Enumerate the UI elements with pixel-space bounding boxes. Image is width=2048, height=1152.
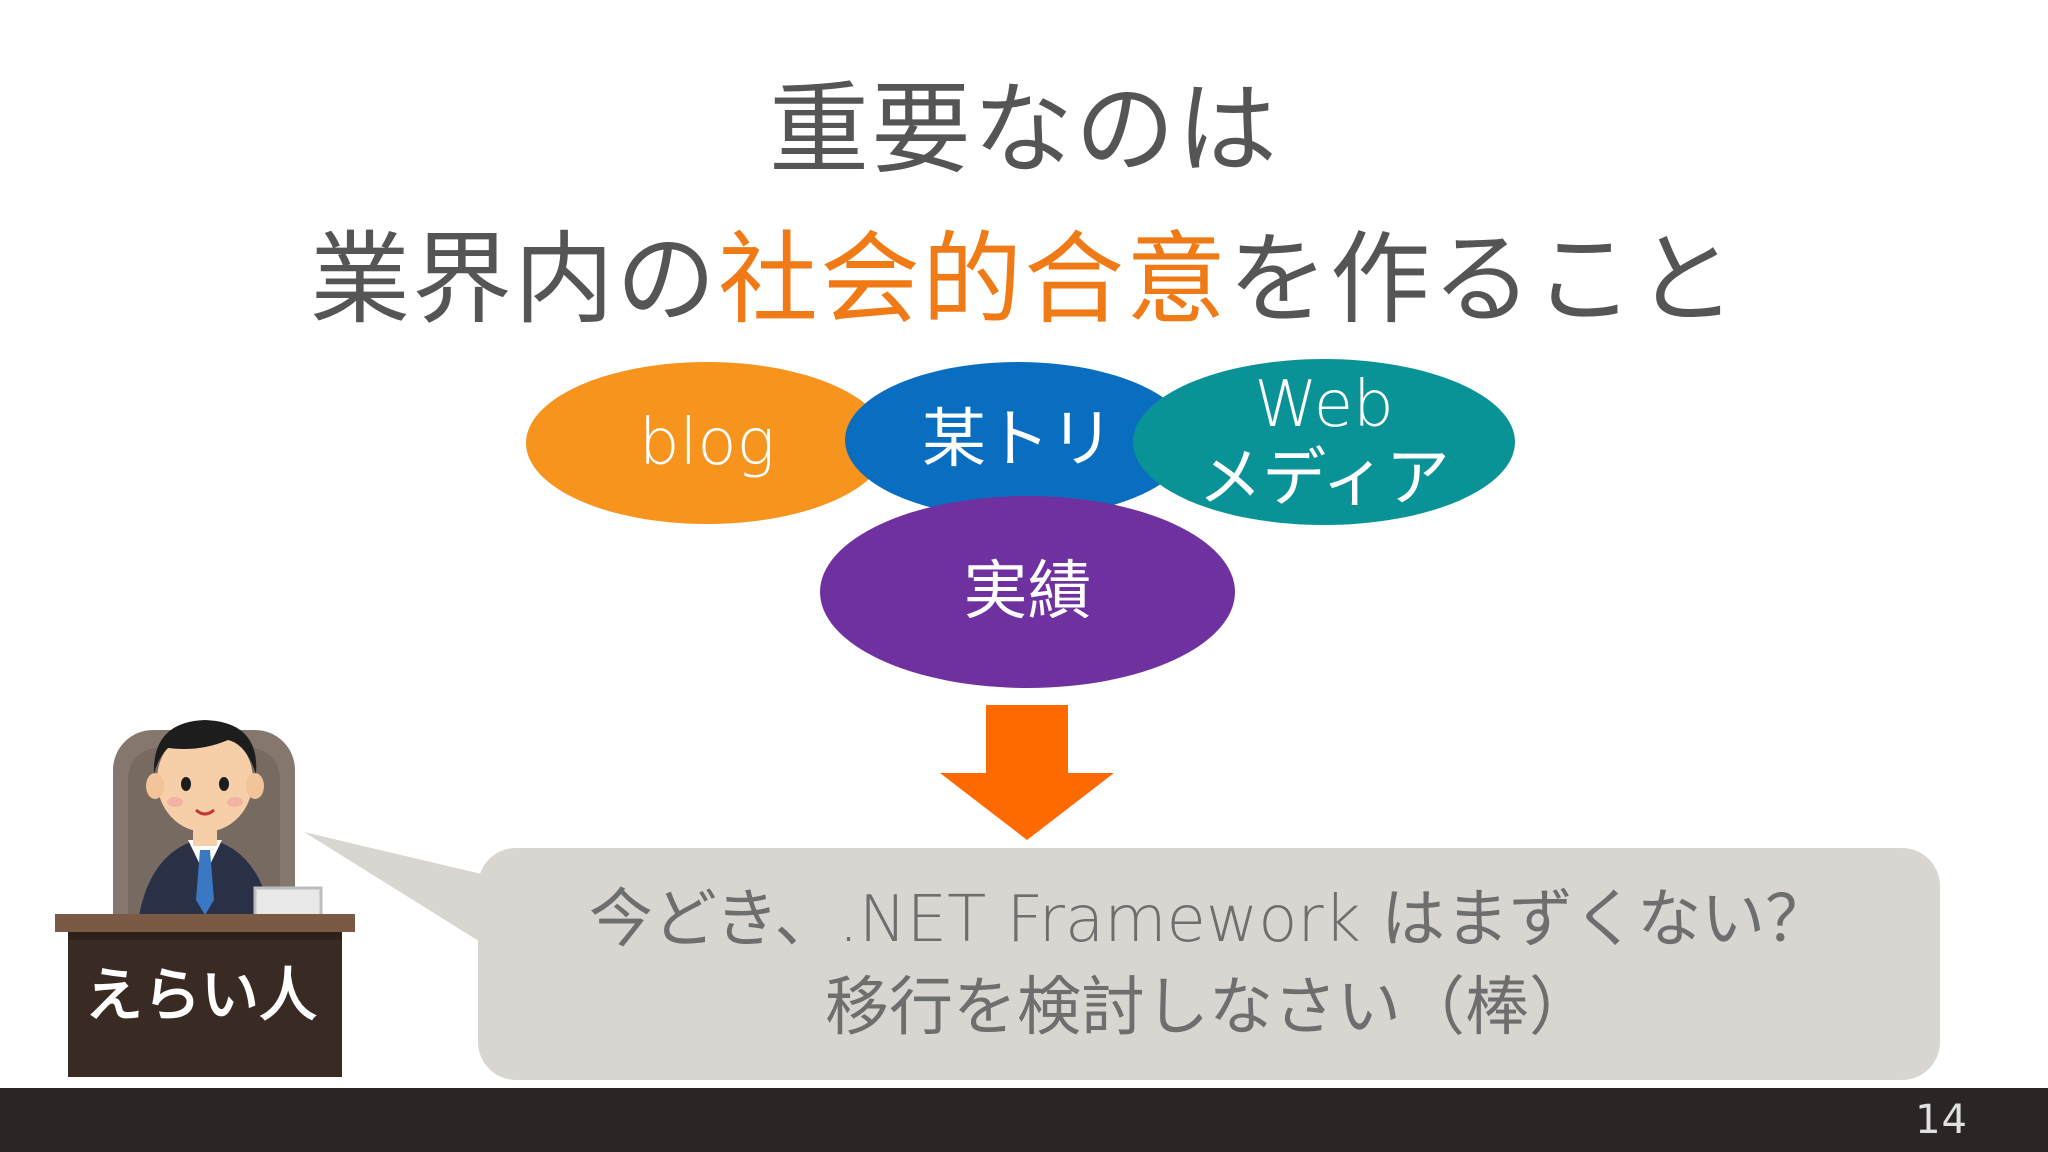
speech-bubble-tail	[304, 832, 490, 948]
speech-bubble: 今どき、.NET Framework はまずくない？ 移行を検討しなさい（棒）	[478, 848, 1940, 1080]
bubble-jiseki-label: 実績	[963, 555, 1092, 629]
bubble-blog: blog	[526, 362, 888, 524]
title-prefix: 業界内の	[310, 221, 718, 338]
title-accent: 社会的合意	[718, 221, 1228, 338]
bubble-blog-label: blog	[639, 406, 775, 480]
bubble-web-media: Web メディア	[1133, 359, 1515, 525]
speech-line1: 今どき、.NET Framework はまずくない？	[588, 883, 1830, 957]
title-suffix: を作ること	[1228, 221, 1738, 338]
speech-line2: 移行を検討しなさい（棒）	[824, 971, 1593, 1045]
slide-title-line1: 重要なのは	[769, 71, 1279, 188]
slide-title-line2: 業界内の社会的合意を作ること	[0, 220, 2048, 340]
bubble-tori-label: 某トリ	[922, 403, 1114, 477]
page-number: 14	[1915, 1097, 1968, 1143]
down-arrow-icon	[940, 705, 1114, 840]
bubble-web-media-label: Web メディア	[1198, 368, 1450, 516]
businessman-at-desk-illustration	[55, 720, 355, 1077]
footer-bar	[0, 1088, 2048, 1152]
bubble-jiseki: 実績	[820, 496, 1235, 688]
boss-label: えらい人	[84, 961, 317, 1029]
